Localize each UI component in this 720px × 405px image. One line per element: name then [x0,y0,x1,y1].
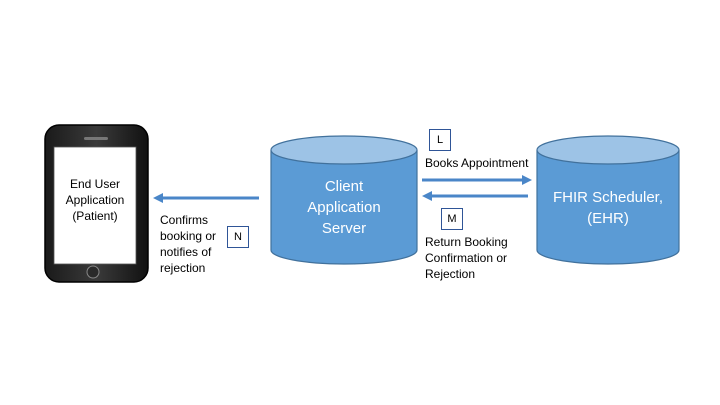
phone-icon [44,124,149,283]
client-server-label-line: Application [307,199,381,216]
fhir-scheduler-label-line: FHIR Scheduler, [552,189,664,206]
phone-screen [53,146,137,265]
client-server-label: Client Application Server [271,176,417,239]
fhir-scheduler-cylinder [536,135,680,265]
fhir-scheduler-label: FHIR Scheduler, (EHR) [537,187,679,229]
client-server-label-line: Server [321,220,367,237]
step-n-text-line: Confirms [160,213,209,227]
step-l-text: Books Appointment [425,156,529,170]
step-n-text-line: booking or [160,229,217,243]
step-tag-l: L [429,129,451,151]
client-server-label-line: Client [324,178,364,195]
step-m-text-line: Rejection [425,267,476,281]
step-tag-n: N [227,226,249,248]
phone-speaker [84,137,108,140]
phone-label-line: Application [65,193,125,207]
phone-label-line: (Patient) [72,209,118,223]
step-tag-m: M [441,208,463,230]
step-m-text: Return Booking Confirmation or Rejection [425,234,535,282]
phone-label-line: End User [69,177,121,191]
phone-label: End User Application (Patient) [54,176,136,224]
step-m-text-line: Confirmation or [425,251,508,265]
fhir-scheduler-label-line: (EHR) [587,210,629,227]
step-m-text-line: Return Booking [425,235,508,249]
step-n-text-line: rejection [160,261,206,275]
step-n-text-line: notifies of [160,245,212,259]
step-n-text: Confirms booking or notifies of rejectio… [160,212,230,276]
phone-home-button [86,265,100,279]
client-server-cylinder [270,135,418,265]
